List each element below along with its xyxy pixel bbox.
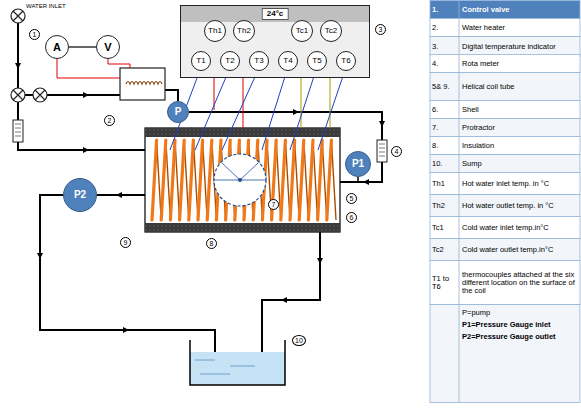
table-grid [430,0,580,403]
table-cell: Tc2 [430,239,459,261]
thermocouple-circle: T1 [191,51,211,71]
display-readout: 24°c [262,8,289,20]
table-cell: 3. [430,37,459,57]
node-label: P1 [352,159,364,169]
table-cell: Insulation [460,137,579,155]
callout-number: 6 [346,212,357,223]
ammeter-circle: A [45,35,69,59]
sensor-circle: Th2 [233,20,255,42]
node-label: Th1 [208,27,222,35]
table-cell: 7. [430,119,459,137]
heater-wires [57,59,130,78]
node-label: V [104,42,111,53]
table-cell: 4. [430,55,459,73]
callout-number: 4 [391,146,402,157]
node-label: Tc1 [296,27,308,35]
table-cell: P1=Pressure Gauge inlet [460,320,579,331]
protractor [214,154,266,206]
callout-number: 1 [29,29,40,40]
table-cell: Shell [460,101,579,119]
table-cell: 1. [430,1,459,19]
table-cell: Control valve [460,1,579,19]
table-cell: thermocouples attached at the six differ… [460,261,579,305]
table-cell: 8. [430,137,459,155]
table-cell: 6. [430,101,459,119]
inlet-label: WATER INLET [26,3,66,10]
node-label: P [175,107,182,117]
sensor-circle: Tc1 [291,20,313,42]
node-label: Tc2 [325,27,337,35]
table-cell: Cold water outlet temp.in°C [460,239,579,261]
table-cell: P2=Pressure Gauge outlet [460,332,579,343]
control-valves [11,9,47,102]
meter-wire [69,46,96,47]
table-cell: T1 to T6 [430,261,459,305]
thermocouple-circle: T4 [278,51,298,71]
callout-number: 3 [375,24,386,35]
flow-arrows [18,60,382,330]
callout-number: 9 [120,237,131,248]
node-label: T3 [254,57,263,65]
table-cell: 2. [430,19,459,37]
table-cell: Helical coil tube [460,73,579,101]
table-cell: P=pump [460,308,579,319]
table-cell: Digital temperature indicator [460,37,579,57]
node-label: A [53,42,61,53]
node-label: Th2 [237,27,251,35]
table-cell: Water heater [460,19,579,37]
sump [190,340,285,385]
table-cell: 5& 9. [430,73,459,101]
table-cell: Hot water inlet temp. in °C [460,173,579,195]
table-cell: Tc1 [430,217,459,239]
callout-number: 2 [104,115,115,126]
node-label: T5 [312,57,321,65]
thermocouple-wires [170,41,345,150]
helical-coil [152,140,336,220]
pressure-gauge: P2 [63,178,97,212]
callout-number: 8 [206,238,217,249]
sensor-circle: Tc2 [320,20,342,42]
table-cell: Sump [460,155,579,173]
callout-number: 7 [268,199,279,210]
temperature-indicator: 24°cTh1 Th2 Tc1 Tc2T1 T2 T3 T4 T5 T6 [180,5,370,78]
water-heater [120,68,165,100]
node-label: P2 [74,190,86,200]
sensor-circle: Th1 [204,20,226,42]
table-cell: Protractor [460,119,579,137]
table-cell: Hot water outlet temp. in °C [460,195,579,217]
table-cell: Rota meter [460,55,579,73]
pump-circle: P [167,101,189,123]
thermocouple-circle: T3 [249,51,269,71]
node-label: T6 [341,57,350,65]
voltmeter-circle: V [96,35,120,59]
node-label: T4 [283,57,292,65]
table-cell: Cold water inlet temp.in°C [460,217,579,239]
thermocouple-circle: T5 [307,51,327,71]
callout-number: 5 [346,193,357,204]
thermocouple-circle: T6 [336,51,356,71]
pressure-gauge: P1 [345,151,371,177]
table-cell: 10. [430,155,459,173]
table-cell: Th2 [430,195,459,217]
table-cell: Th1 [430,173,459,195]
callout-number: 10 [292,335,306,346]
thermocouple-circle: T2 [220,51,240,71]
node-label: T1 [196,57,205,65]
node-label: T2 [225,57,234,65]
shell [145,128,340,232]
